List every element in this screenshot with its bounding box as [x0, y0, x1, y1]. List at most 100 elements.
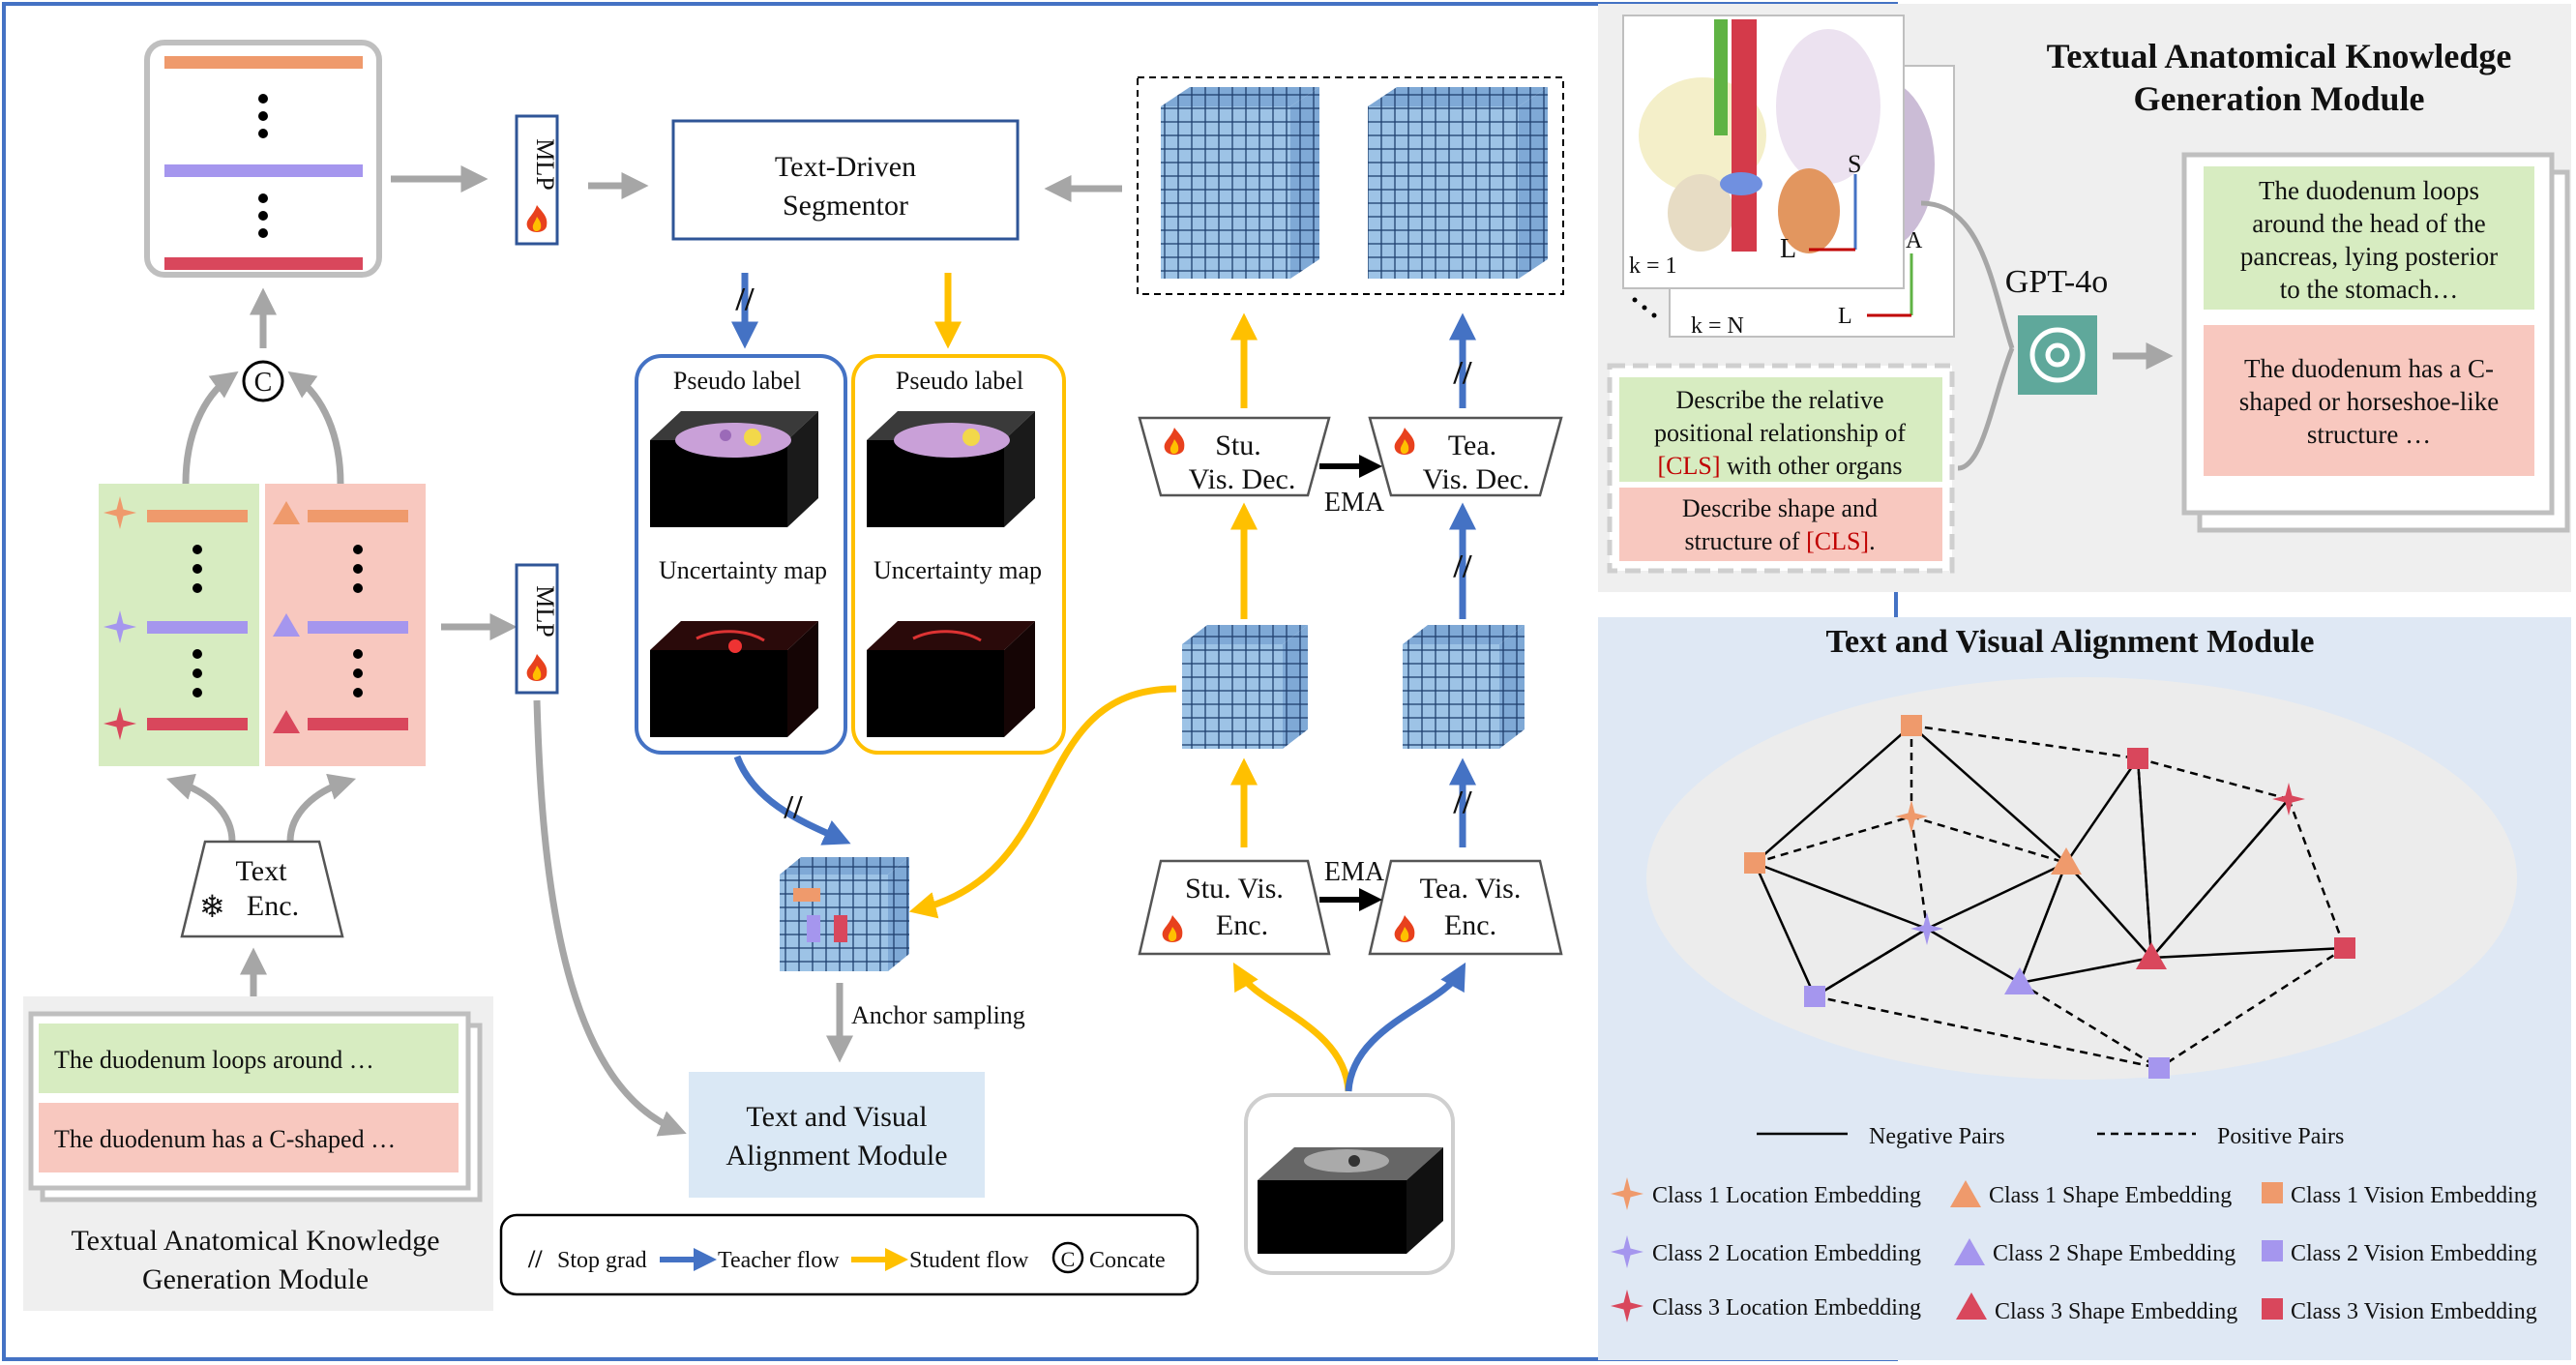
axis-L-label-1: L: [1780, 234, 1796, 264]
shape-embeddings: [265, 484, 426, 766]
location-embeddings: [99, 484, 259, 766]
legend-class3-vision: Class 3 Vision Embedding: [2291, 1299, 2537, 1324]
mlp-top-label: MLP: [531, 138, 559, 190]
legend-class1-vision-icon: [2262, 1182, 2283, 1203]
student-decoder: Stu. Vis. Dec.: [1138, 416, 1331, 497]
class-embedding-legend: Class 1 Location Embedding Class 1 Shape…: [1611, 1177, 2537, 1324]
student-arrow-to-anchor: [908, 685, 1177, 919]
legend-class3-shape: Class 3 Shape Embedding: [1995, 1299, 2237, 1324]
prompt-red-tail: .: [1869, 527, 1876, 555]
stop-grad-mark-3: //: [1453, 355, 1472, 391]
alignment-box-line1: Text and Visual: [746, 1101, 927, 1133]
arrow-enc-to-shape: [286, 773, 357, 843]
axis-L-label-2: L: [1838, 304, 1852, 329]
anchor-sampling-label: Anchor sampling: [851, 1001, 1025, 1029]
student-uncertainty-text: Uncertainty map: [873, 556, 1042, 584]
text-enc-line2: Enc.: [247, 890, 299, 922]
teacher-pseudo-label-box: Pseudo label Uncertainty map: [635, 354, 847, 755]
legend-class3-shape-icon: [1956, 1292, 1987, 1320]
stu-enc-line1: Stu. Vis.: [1185, 873, 1284, 905]
decoder-feature-cubes: [1137, 76, 1564, 295]
legend-class1-vision: Class 1 Vision Embedding: [2291, 1183, 2537, 1208]
teacher-arrow-to-anchor: [733, 755, 851, 846]
teacher-decoder: Tea. Vis. Dec.: [1368, 416, 1563, 497]
prompt-red-cls: [CLS]: [1806, 527, 1869, 555]
left-caption-line2: Generation Module: [142, 1263, 369, 1295]
student-encoder: Stu. Vis. Enc.: [1138, 859, 1331, 956]
mlp-top-box: MLP: [515, 114, 559, 246]
tea-dec-line1: Tea.: [1448, 430, 1496, 461]
legend-class1-location: Class 1 Location Embedding: [1652, 1183, 1921, 1208]
legend-class3-location: Class 3 Location Embedding: [1652, 1295, 1921, 1320]
legend-stop-grad: Stop grad: [557, 1248, 647, 1273]
left-card-green-text: The duodenum loops around …: [54, 1046, 374, 1074]
mlp-bottom-label: MLP: [531, 585, 559, 637]
snowflake-icon: ❄: [199, 889, 225, 924]
stu-dec-line1: Stu.: [1215, 430, 1261, 461]
left-text-module: The duodenum loops around … The duodenum…: [23, 996, 493, 1311]
output-red-line1: The duodenum has a C-: [2244, 354, 2494, 383]
alignment-box-line2: Alignment Module: [725, 1140, 947, 1172]
axis-S-label: S: [1848, 150, 1861, 178]
student-input-arrow: [1232, 962, 1352, 1092]
stu-enc-line2: Enc.: [1216, 909, 1268, 941]
left-caption-line1: Textual Anatomical Knowledge: [71, 1225, 439, 1257]
output-green-line3: pancreas, lying posterior: [2240, 242, 2498, 271]
legend-student-flow: Student flow: [909, 1248, 1029, 1273]
embedding-nodes: [1744, 715, 2355, 1079]
stop-grad-mark-5: //: [1453, 785, 1472, 820]
prompt-green-line3: [CLS] with other organs: [1658, 452, 1903, 480]
prompt-green-cls: [CLS]: [1658, 452, 1721, 480]
legend-class3-vision-icon: [2262, 1298, 2283, 1320]
legend-class2-shape-icon: [1954, 1238, 1985, 1265]
student-encoder-cube: [1182, 625, 1308, 749]
stop-grad-mark-4: //: [1453, 549, 1472, 584]
text-enc-line1: Text: [236, 855, 288, 887]
connector-prompts-to-gpt: [1957, 347, 2015, 471]
class3-shape-node: [2136, 942, 2167, 969]
tea-enc-line2: Enc.: [1444, 909, 1496, 941]
class2-shape-node: [2004, 967, 2035, 994]
flow-legend: // Stop grad Teacher flow Student flow C…: [499, 1213, 1199, 1296]
tak-title-line2: Generation Module: [2134, 79, 2425, 118]
prompt-green-line1: Describe the relative: [1675, 386, 1883, 414]
output-red-line2: shaped or horseshoe-like: [2239, 387, 2499, 416]
teacher-input-arrow: [1345, 962, 1466, 1092]
legend-stop-grad-symbol: //: [527, 1245, 543, 1273]
concat-embedding-card: [144, 40, 382, 278]
kN-label: k = N: [1691, 313, 1744, 339]
legend-concate: Concate: [1089, 1248, 1166, 1273]
gpt-label: GPT-4o: [2005, 264, 2108, 300]
ema-label-decoder: EMA: [1324, 488, 1385, 518]
prompt-green-tail: with other organs: [1721, 452, 1903, 480]
legend-concat-circle: [1051, 1241, 1084, 1274]
connector-images-to-gpt: [1920, 200, 2015, 349]
axis-A-label: A: [1906, 228, 1923, 253]
segmentor-line1: Text-Driven: [775, 151, 916, 183]
legend-class2-vision-icon: [2262, 1240, 2283, 1261]
class3-vision-node-2: [2334, 937, 2355, 959]
legend-class1-shape-icon: [1950, 1180, 1981, 1207]
concat-circle: [242, 360, 284, 402]
output-green-line4: to the stomach…: [2280, 275, 2458, 304]
legend-concat-symbol: C: [1061, 1247, 1076, 1271]
negative-pairs-label: Negative Pairs: [1869, 1124, 2005, 1149]
arrow-enc-to-location: [165, 773, 236, 843]
prompt-cards: Describe the relative positional relatio…: [1607, 363, 1955, 574]
legend-class2-location: Class 2 Location Embedding: [1652, 1241, 1921, 1266]
output-green-line2: around the head of the: [2252, 209, 2485, 238]
anchor-cube: [780, 857, 909, 971]
legend-teacher-flow: Teacher flow: [718, 1248, 840, 1273]
text-driven-segmentor: Text-Driven Segmentor: [671, 119, 1020, 241]
legend-class2-vision: Class 2 Vision Embedding: [2291, 1241, 2537, 1266]
arrow-location-to-concat: [182, 371, 239, 485]
class3-vision-node: [2127, 748, 2148, 769]
tea-enc-line1: Tea. Vis.: [1420, 873, 1522, 905]
output-cards: The duodenum loops around the head of th…: [2181, 152, 2570, 533]
stop-grad-mark-1: //: [735, 282, 755, 317]
segmentor-line2: Segmentor: [783, 190, 908, 222]
class2-vision-node-2: [2148, 1057, 2170, 1079]
text-encoder: Text Enc. ❄: [180, 840, 344, 938]
teacher-encoder-cube: [1403, 625, 1525, 749]
